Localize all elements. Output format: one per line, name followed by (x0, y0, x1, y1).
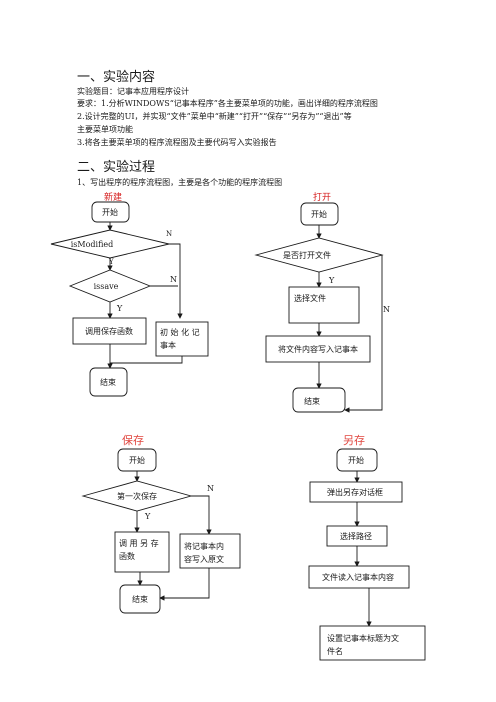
saveas-read-into-box (308, 565, 410, 589)
new-end-box (89, 367, 128, 397)
save-write-original-box (179, 533, 241, 569)
saveas-popup-box (309, 481, 403, 503)
saveas-set-title-label-1: 设置记事本标题为文 (327, 633, 399, 643)
new-decision2-label: issave (94, 282, 119, 291)
flow-save: 开始 第一次保存 N Y 调 用 另 存 函数 将记事本内 容写入原文 结束 (81, 448, 241, 614)
save-decision-no: N (207, 484, 214, 493)
saveas-start-label: 开始 (348, 455, 364, 465)
new-call-save-box (72, 317, 147, 345)
new-end-label: 结束 (100, 377, 116, 387)
save-write-original-label-1: 将记事本内 (184, 541, 224, 551)
open-write-content-label: 将文件内容写入记事本 (278, 344, 358, 354)
flow-new: 开始 isModified N Y issave N Y 调用保存函数 初 始 … (50, 201, 209, 397)
section1-heading: 一、实验内容 (77, 70, 156, 85)
saveas-choose-path-label: 选择路径 (340, 531, 372, 541)
new-start-label: 开始 (102, 207, 118, 217)
save-end-box (119, 584, 161, 614)
new-decision1-yes: Y (108, 258, 114, 266)
open-choose-file-label: 选择文件 (294, 293, 326, 303)
open-write-content-box (265, 335, 371, 363)
flow-save-title: 保存 (122, 434, 144, 447)
new-decision1-label: isModified (71, 240, 114, 249)
requirement-1: 要求：1.分析WINDOWS“记事本程序”各主要菜单项的功能，画出详细的程序流程… (77, 99, 378, 108)
section2-heading: 二、实验过程 (77, 160, 156, 175)
open-end-label: 结束 (304, 396, 320, 406)
save-call-saveas-label-2: 函数 (119, 551, 135, 561)
open-choose-file-box (288, 286, 360, 324)
flow-open-title: 打开 (313, 193, 332, 203)
open-decision-yes: Y (328, 276, 335, 285)
flow-new-title: 新建 (104, 193, 123, 203)
flow-saveas: 开始 弹出另存对话框 选择路径 文件读入记事本内容 设置记事本标题为文 件名 (308, 448, 426, 661)
new-init-label-2: 事本 (160, 340, 176, 350)
requirement-3: 3.将各主要菜单项的程序流程图及主要代码写入实验报告 (77, 138, 277, 147)
step-1: 1、写出程序的程序流程图，主要是各个功能的程序流程图 (77, 178, 283, 187)
open-decision-no: N (383, 305, 390, 314)
save-write-original-label-2: 容写入原文 (184, 554, 224, 564)
new-decision1-no: N (166, 230, 172, 238)
requirement-2a: 2.设计完整的UI，并实现“文件”菜单中“新建”“打开”“保存”“另存为”“退出… (77, 112, 352, 121)
open-start-box (300, 202, 339, 226)
flow-open: 开始 是否打开文件 N Y 选择文件 将文件内容写入记事本 结束 (254, 202, 390, 413)
save-start-label: 开始 (129, 455, 145, 465)
new-init-label-1: 初 始 化 记 (160, 327, 200, 337)
open-start-label: 开始 (311, 209, 327, 219)
save-call-saveas-box (114, 531, 170, 573)
open-end-box (292, 387, 346, 413)
saveas-popup-label: 弹出另存对话框 (327, 487, 383, 497)
saveas-set-title-label-2: 件名 (327, 646, 343, 656)
saveas-set-title-box (319, 625, 426, 661)
saveas-read-into-label: 文件读入记事本内容 (322, 572, 394, 582)
save-call-saveas-label-1: 调 用 另 存 (119, 538, 159, 548)
open-decision-label: 是否打开文件 (283, 250, 331, 260)
flow-saveas-title: 另存 (343, 434, 365, 447)
experiment-title: 实验题目：记事本应用程序设计 (77, 87, 189, 96)
new-decision2-no: N (170, 275, 177, 284)
save-decision-label: 第一次保存 (117, 491, 157, 501)
requirement-2b: 主要菜单项功能 (77, 125, 133, 134)
save-decision-yes: Y (144, 512, 151, 521)
new-start-box (91, 201, 130, 223)
save-end-label: 结束 (132, 594, 148, 604)
new-decision2-yes: Y (116, 304, 123, 313)
new-call-save-label: 调用保存函数 (85, 326, 133, 336)
